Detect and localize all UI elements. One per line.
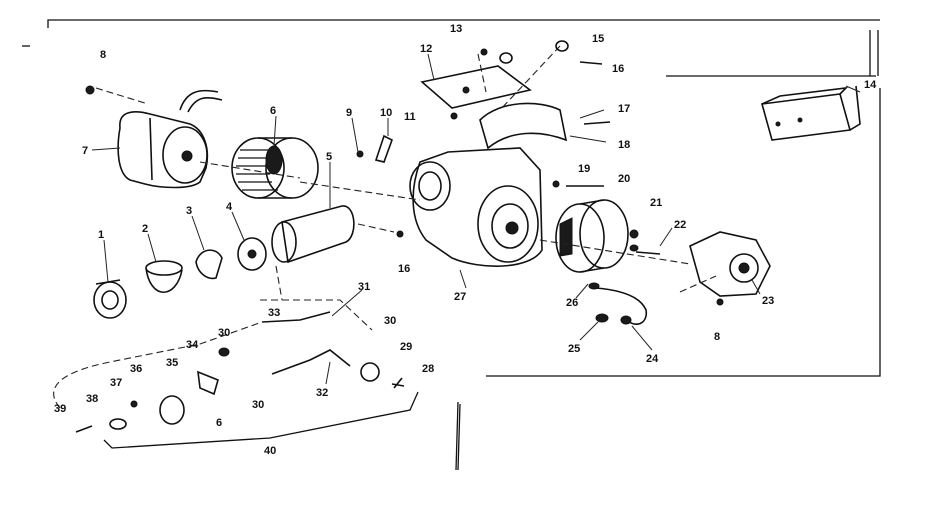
callout-9: 9	[346, 107, 352, 119]
callout-13: 13	[450, 23, 462, 35]
callout-32: 32	[316, 387, 328, 399]
top-plate-part	[420, 65, 532, 109]
callout-30-bottom: 30	[252, 399, 264, 411]
callout-26: 26	[566, 297, 578, 309]
alignment-lines	[53, 45, 717, 409]
burner-housing-part	[409, 102, 568, 267]
callout-22: 22	[674, 219, 686, 231]
callout-18: 18	[618, 139, 630, 151]
callout-20: 20	[618, 173, 630, 185]
callout-30-left: 30	[218, 327, 230, 339]
callout-25: 25	[568, 343, 580, 355]
tubing-parts	[588, 244, 661, 325]
transformer-part	[760, 85, 861, 141]
callout-33: 33	[268, 307, 280, 319]
ignition-assembly-part	[75, 311, 405, 433]
callout-19: 19	[578, 163, 590, 175]
callout-8-lower: 8	[714, 331, 720, 343]
callout-10: 10	[380, 107, 392, 119]
callout-14: 14	[864, 79, 877, 91]
small-parts-left	[93, 237, 267, 319]
air-band-part	[555, 199, 629, 273]
callout-6-lower: 6	[216, 417, 222, 429]
callout-40: 40	[264, 445, 276, 457]
callout-labels: 8 7 6 1 2 3 4 5 9 10 11 12 13 15 16 17 1…	[54, 23, 877, 457]
callout-4: 4	[226, 201, 233, 213]
callout-21: 21	[650, 197, 662, 209]
callout-17: 17	[618, 103, 630, 115]
callout-2: 2	[142, 223, 148, 235]
callout-39: 39	[54, 403, 66, 415]
leader-lines	[103, 53, 861, 385]
callout-24: 24	[646, 353, 659, 365]
callout-38: 38	[86, 393, 98, 405]
callout-36: 36	[130, 363, 142, 375]
callout-15: 15	[592, 33, 604, 45]
callout-23: 23	[762, 295, 774, 307]
callout-6: 6	[270, 105, 276, 117]
callout-34: 34	[186, 339, 199, 351]
pump-part	[689, 231, 771, 297]
callout-35: 35	[166, 357, 178, 369]
callout-5: 5	[326, 151, 332, 163]
callout-16-mid: 16	[398, 263, 410, 275]
callout-31: 31	[358, 281, 370, 293]
capacitor-part	[271, 205, 355, 264]
callout-16-top: 16	[612, 63, 624, 75]
callout-30-right: 30	[384, 315, 396, 327]
group-bracket	[103, 391, 419, 449]
callout-29: 29	[400, 341, 412, 353]
callout-7: 7	[82, 145, 88, 157]
callout-1: 1	[98, 229, 104, 241]
callout-28: 28	[422, 363, 434, 375]
callout-37: 37	[110, 377, 122, 389]
motor-part	[91, 89, 223, 189]
callout-11: 11	[404, 111, 416, 123]
blower-wheel-part	[231, 137, 319, 199]
diagram-frame	[22, 19, 881, 471]
fasteners	[85, 40, 724, 389]
callout-12: 12	[420, 43, 432, 55]
callout-27: 27	[454, 291, 466, 303]
callout-8: 8	[100, 49, 106, 61]
callout-3: 3	[186, 205, 192, 217]
